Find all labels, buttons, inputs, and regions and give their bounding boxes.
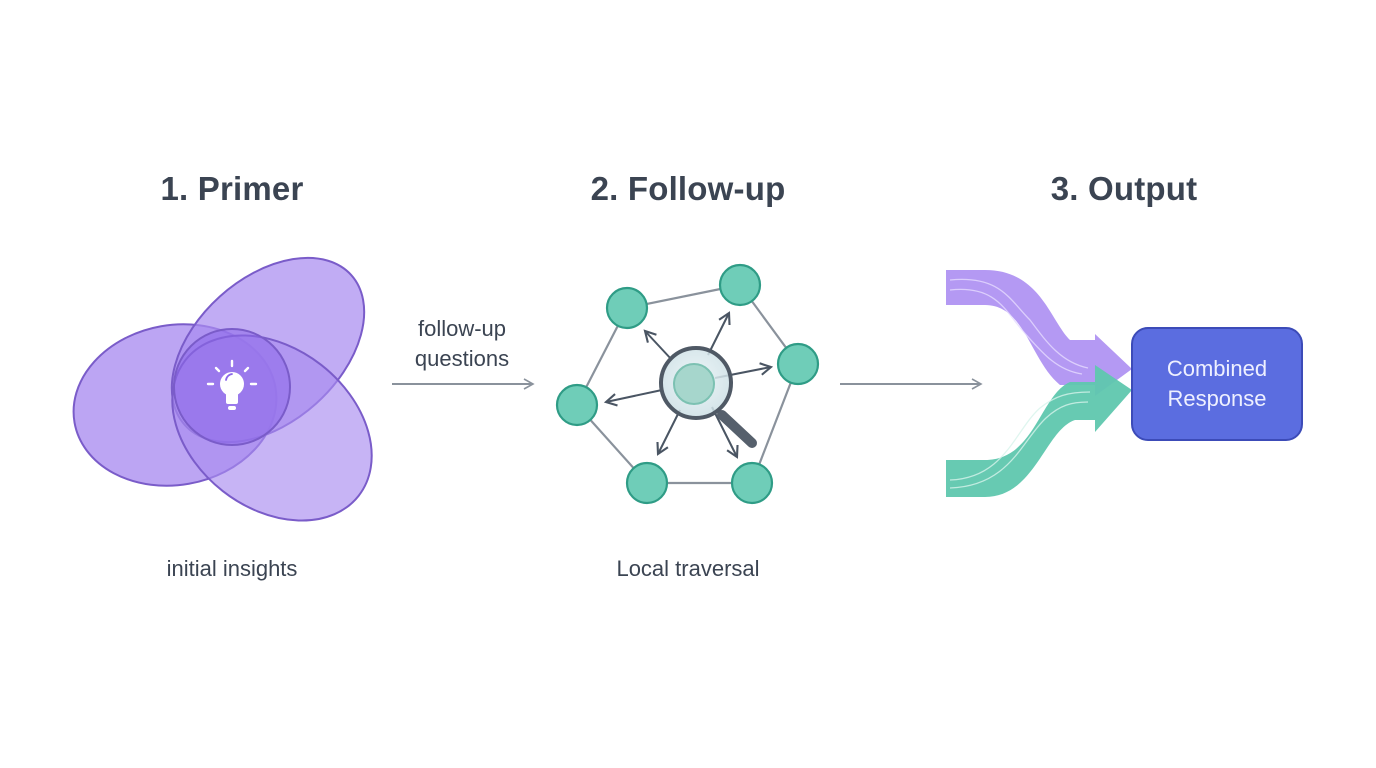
combined-response-box xyxy=(1131,327,1303,441)
graph-node xyxy=(730,461,774,505)
traversal-arrow xyxy=(643,329,673,361)
graph-edge xyxy=(750,363,800,484)
primer-venn xyxy=(72,256,373,522)
graph-node xyxy=(625,461,669,505)
traversal-arrow xyxy=(711,406,739,459)
traversal-arrow xyxy=(707,311,731,356)
step-title-primer: 1. Primer xyxy=(160,170,304,207)
graph-node xyxy=(718,263,762,307)
merge-arrows-icon xyxy=(946,270,1132,497)
step-caption-primer: initial insights xyxy=(166,556,298,581)
graph-node xyxy=(555,383,599,427)
step-title-followup: 2. Follow-up xyxy=(590,170,786,207)
traversal-arrow xyxy=(603,389,663,407)
graph-node xyxy=(605,286,649,330)
magnifier-icon xyxy=(659,346,757,448)
edge-label-line2: questions xyxy=(414,346,510,371)
step-caption-followup: Local traversal xyxy=(616,556,760,581)
step-title-output: 3. Output xyxy=(1050,170,1198,207)
purple-stream xyxy=(946,270,1132,396)
edge-label-followup-questions: follow-up questions xyxy=(415,314,509,374)
teal-stream xyxy=(946,365,1132,497)
followup-graph xyxy=(555,263,820,505)
lightbulb-icon xyxy=(206,359,258,410)
traversal-arrow xyxy=(656,409,681,456)
edge-label-line1: follow-up xyxy=(417,316,507,341)
graph-node xyxy=(776,342,820,386)
